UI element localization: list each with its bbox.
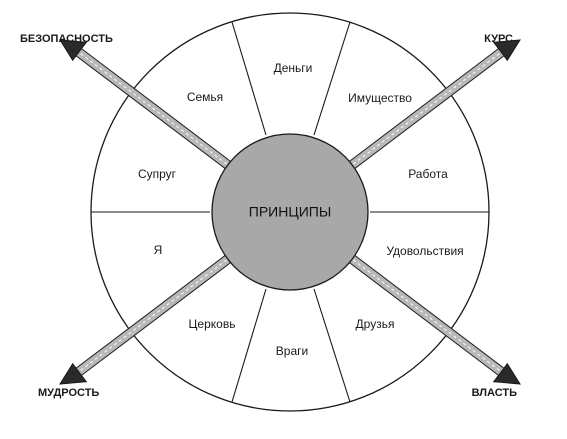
segment-label-vragi: Враги — [276, 344, 308, 358]
corner-labels: БЕЗОПАСНОСТЬ КУРС МУДРОСТЬ ВЛАСТЬ — [20, 33, 517, 399]
segment-label-udovolstviya: Удовольствия — [386, 244, 463, 258]
arrow-top-left — [59, 39, 235, 173]
segment-label-semya: Семья — [187, 90, 223, 104]
segment-label-tserkov: Церковь — [189, 317, 236, 331]
arrow-top-right — [345, 39, 521, 173]
corner-label-bottom-left: МУДРОСТЬ — [38, 387, 99, 399]
arrow-bottom-left — [59, 251, 235, 385]
center-label: ПРИНЦИПЫ — [249, 204, 331, 220]
diagonal-arrows — [59, 39, 521, 385]
corner-label-bottom-right: ВЛАСТЬ — [472, 387, 517, 399]
corner-label-top-left: БЕЗОПАСНОСТЬ — [20, 33, 113, 45]
divider-top-left — [231, 21, 267, 136]
segment-label-ya: Я — [154, 243, 163, 257]
segment-label-suprug: Супруг — [138, 167, 177, 181]
arrow-bottom-right — [345, 251, 521, 385]
center-circle — [211, 133, 369, 291]
divider-bottom-left — [231, 288, 267, 403]
corner-label-top-right: КУРС — [484, 33, 513, 45]
segment-labels: Деньги Имущество Работа Удовольствия Дру… — [138, 61, 464, 358]
divider-top-right — [313, 21, 351, 136]
segment-label-dengi: Деньги — [274, 61, 313, 75]
segment-dividers — [91, 21, 489, 403]
segment-label-imushchestvo: Имущество — [348, 91, 412, 105]
segment-label-rabota: Работа — [408, 167, 448, 181]
segment-label-druzya: Друзья — [356, 317, 395, 331]
divider-bottom-right — [313, 288, 351, 403]
